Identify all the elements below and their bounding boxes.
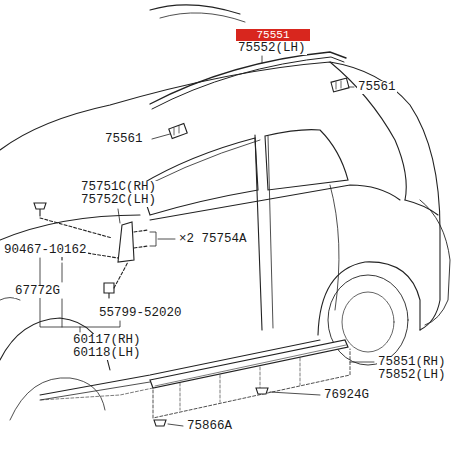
callout-number: 60117(RH) (72, 334, 142, 347)
leader-line (270, 392, 320, 395)
callout-number: 75561 (357, 81, 397, 94)
leader-line (262, 56, 263, 63)
assembly-line (180, 358, 300, 410)
mirror-cover (118, 222, 134, 262)
wheel-arch (318, 262, 420, 335)
leader-line (152, 134, 170, 139)
leader-line (350, 362, 374, 363)
belt-line (150, 185, 400, 220)
callout-number: 75751C(RH) (80, 181, 157, 194)
rear-wheel (342, 292, 394, 352)
front-door-window (140, 138, 258, 215)
roof-molding (152, 57, 344, 109)
door-gap (255, 135, 262, 330)
molding-clip (331, 78, 349, 92)
body-outline (0, 62, 440, 330)
rear-bumper (420, 200, 450, 325)
leader-line (62, 263, 63, 327)
callout-number: 60118(LH) (72, 347, 142, 360)
side-molding (155, 345, 346, 386)
clip-icon (256, 388, 268, 394)
leader-line (349, 87, 354, 88)
callout-number: 75851(RH) (377, 356, 447, 369)
callout-number: 75866A (186, 420, 233, 433)
door-gap (268, 136, 273, 328)
clip-icon (154, 420, 166, 426)
callout-number: 55799-52020 (98, 307, 183, 320)
callout-number: 67772G (14, 285, 61, 298)
rear-wheel (328, 275, 408, 365)
assembly-line (153, 349, 350, 418)
side-molding (150, 340, 348, 388)
callout-number: 75852(LH) (377, 369, 447, 382)
molding-clip (336, 81, 341, 89)
leader-line (168, 424, 183, 426)
highlight-band: 75551 (236, 29, 310, 41)
callout-number: 90467-10162 (3, 244, 88, 257)
callout-number: 75552(LH) (237, 42, 307, 55)
sill-line (40, 340, 320, 395)
mirror-clip (150, 232, 156, 246)
screw-icon (34, 203, 46, 216)
callout-number: 75752C(LH) (80, 194, 157, 207)
molding-clip (174, 126, 179, 135)
clip-icon (104, 283, 114, 298)
rear-window-edge (405, 200, 438, 215)
rear-door-window (265, 130, 348, 190)
part-number: 75551 (236, 29, 310, 41)
leader-line (118, 209, 120, 223)
rear-pillar (330, 62, 406, 200)
callout-number: 75561 (104, 133, 144, 146)
leader-line (80, 327, 81, 332)
sill-line (40, 382, 150, 400)
leader-line (158, 239, 175, 240)
molding-clip (169, 124, 187, 139)
assembly-line (40, 388, 153, 400)
assembly-line (114, 262, 128, 288)
assembly-line (134, 230, 148, 248)
callout-number: ×2 75754A (178, 233, 248, 246)
assembly-line (40, 218, 112, 238)
body-line (160, 13, 245, 22)
callout-number: 76924G (323, 389, 370, 402)
